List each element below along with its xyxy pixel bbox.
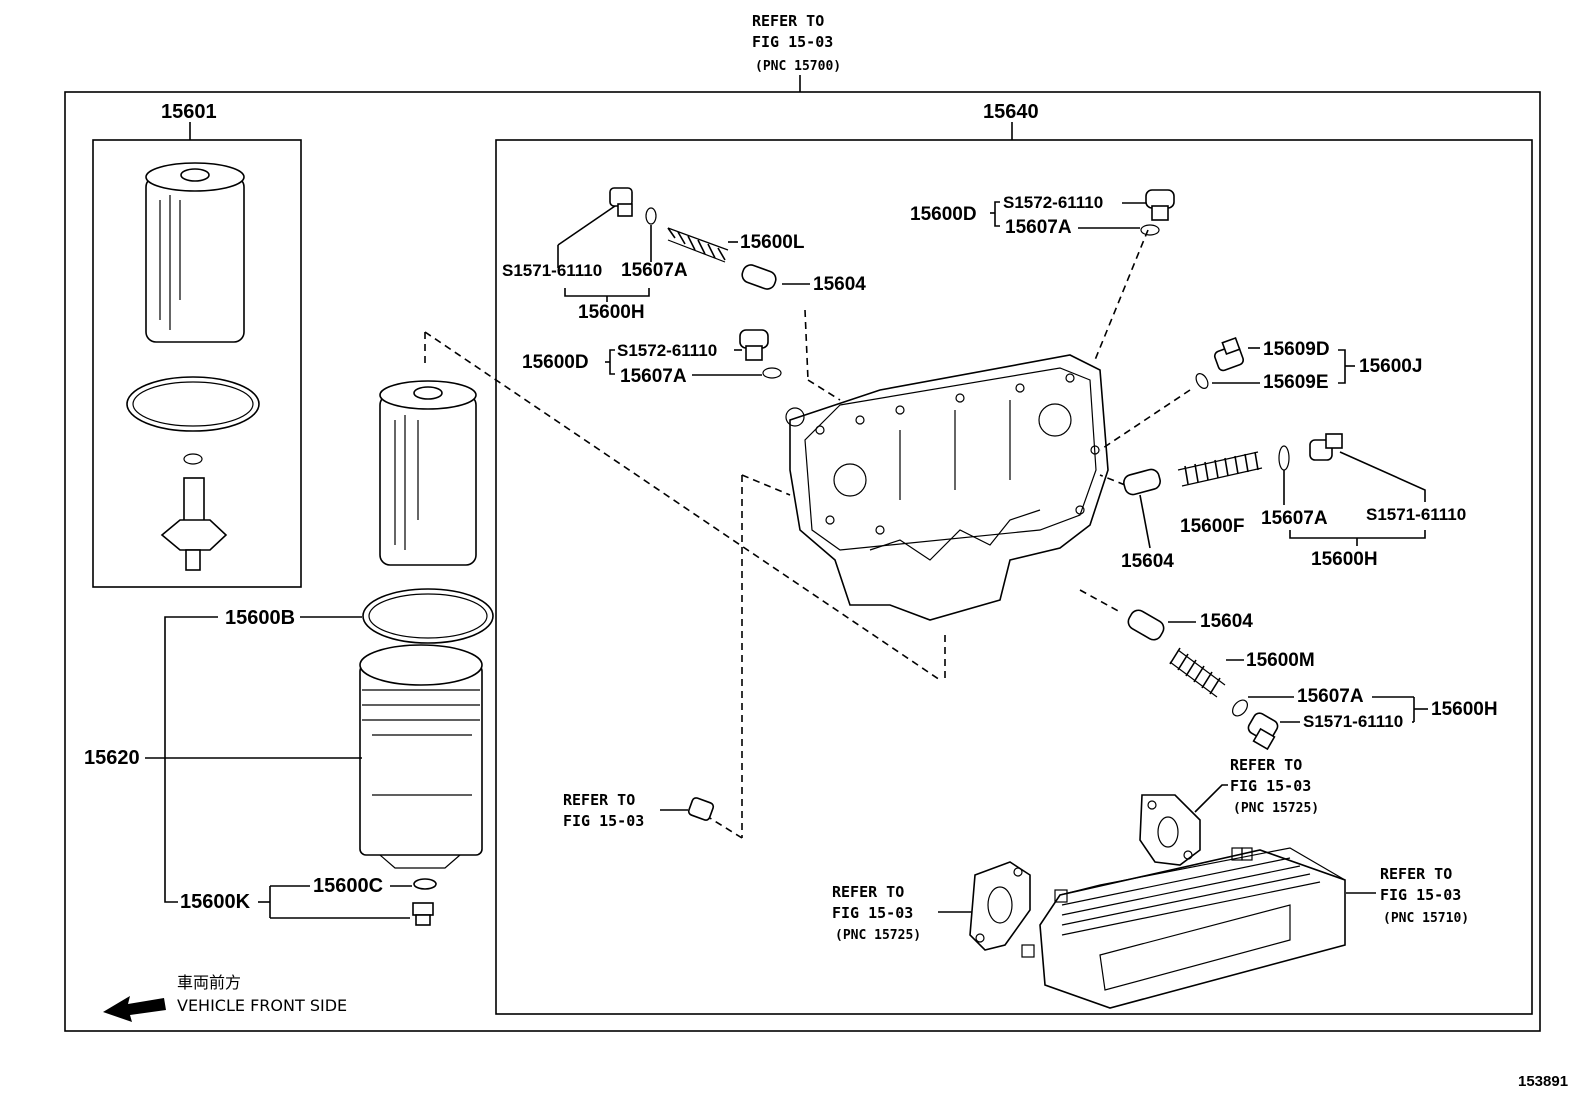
- plug-tr-icon: [1145, 189, 1175, 221]
- filter-element-box: [92, 139, 302, 588]
- label-15609d: 15609D: [1263, 339, 1330, 360]
- spring-lr-icon: [1169, 647, 1226, 698]
- o-ring-r-icon: [1278, 445, 1290, 471]
- label-15601: 15601: [161, 101, 217, 123]
- label-ul-s1571: S1571-61110: [502, 261, 602, 280]
- valve-ul-icon: [741, 264, 777, 290]
- label-ul-15600l: 15600L: [740, 232, 805, 253]
- label-lr-15600h: 15600H: [1431, 699, 1498, 720]
- top-ref-line2: FIG 15-03: [752, 33, 833, 51]
- ref-cover-b-line3: (PNC 15725): [835, 928, 921, 943]
- label-15609e: 15609E: [1263, 372, 1329, 393]
- o-ring-15600c-icon: [413, 878, 437, 890]
- direction-en: VEHICLE FRONT SIDE: [177, 996, 347, 1015]
- ref-cooler-line2: FIG 15-03: [1380, 886, 1461, 904]
- label-tr-15607a: 15607A: [1005, 217, 1072, 238]
- top-ref-line3: (PNC 15700): [755, 59, 841, 74]
- label-r-s1571: S1571-61110: [1366, 505, 1466, 524]
- label-lr-15604: 15604: [1200, 611, 1253, 632]
- o-ring-lr-icon: [1232, 699, 1248, 717]
- ref-cooler-line1: REFER TO: [1380, 865, 1452, 883]
- bolt-icon: [687, 797, 715, 821]
- ref-cover-a-line1: REFER TO: [1230, 756, 1302, 774]
- label-ml-15600d: 15600D: [522, 352, 589, 373]
- valve-r-icon: [1123, 468, 1161, 496]
- filter-case-icon: [359, 644, 483, 869]
- plug-ul-icon: [609, 187, 633, 217]
- label-ml-s1572: S1572-61110: [617, 341, 717, 360]
- drain-plug-icon: [412, 902, 434, 926]
- spring-r-icon: [1177, 451, 1263, 487]
- ref-left-bottom-line1: REFER TO: [563, 791, 635, 809]
- o-ring-ul-icon: [645, 207, 657, 225]
- o-ring-tr-icon: [1140, 224, 1160, 236]
- label-r-15600h: 15600H: [1311, 549, 1378, 570]
- label-lr-s1571: S1571-61110: [1303, 712, 1403, 731]
- plug-r-icon: [1309, 433, 1343, 461]
- gasket-b-icon: [969, 861, 1031, 951]
- label-r-15607a: 15607A: [1261, 508, 1328, 529]
- label-15620: 15620: [84, 747, 140, 769]
- ref-cover-b-line1: REFER TO: [832, 883, 904, 901]
- ref-cover-a-line3: (PNC 15725): [1233, 801, 1319, 816]
- label-ul-15607a: 15607A: [621, 260, 688, 281]
- o-ring-15600b-icon: [362, 588, 494, 644]
- ref-cooler-line3: (PNC 15710): [1383, 911, 1469, 926]
- valve-lr-icon: [1127, 609, 1165, 641]
- front-arrow-icon: [103, 996, 166, 1022]
- plug-15609d-icon: [1213, 336, 1245, 372]
- label-15600k: 15600K: [180, 891, 251, 913]
- cooler-housing-icon: [785, 354, 1109, 621]
- ref-cover-b-line2: FIG 15-03: [832, 904, 913, 922]
- label-15600c: 15600C: [313, 875, 383, 897]
- plug-lr-icon: [1247, 712, 1279, 751]
- o-ring-ml-icon: [762, 367, 782, 379]
- label-lr-15600m: 15600M: [1246, 650, 1315, 671]
- label-15600b: 15600B: [225, 607, 295, 629]
- cooler-assembly-box: [495, 139, 1533, 1015]
- ref-cover-a-line2: FIG 15-03: [1230, 777, 1311, 795]
- label-ul-15600h: 15600H: [578, 302, 645, 323]
- o-ring-15609e-icon: [1195, 373, 1209, 389]
- label-tr-s1572: S1572-61110: [1003, 193, 1103, 212]
- filter-element-icon: [126, 162, 260, 571]
- label-ul-15604: 15604: [813, 274, 866, 295]
- label-15600j: 15600J: [1359, 356, 1422, 377]
- outer-frame: [64, 91, 1541, 1032]
- figure-id: 153891: [1518, 1073, 1568, 1090]
- label-tr-15600d: 15600D: [910, 204, 977, 225]
- filter-element-2-icon: [379, 380, 477, 566]
- label-r-15604: 15604: [1121, 551, 1174, 572]
- label-r-15600f: 15600F: [1180, 516, 1244, 537]
- label-lr-15607a: 15607A: [1297, 686, 1364, 707]
- spring-ul-icon: [667, 227, 729, 263]
- top-ref-line1: REFER TO: [752, 12, 824, 30]
- label-ml-15607a: 15607A: [620, 366, 687, 387]
- direction-jp: 車両前方: [177, 973, 241, 992]
- oil-cooler-icon: [1021, 847, 1346, 1009]
- ref-left-bottom-line2: FIG 15-03: [563, 812, 644, 830]
- plug-ml-icon: [739, 329, 769, 361]
- gasket-a-icon: [1139, 794, 1201, 866]
- label-15640: 15640: [983, 101, 1039, 123]
